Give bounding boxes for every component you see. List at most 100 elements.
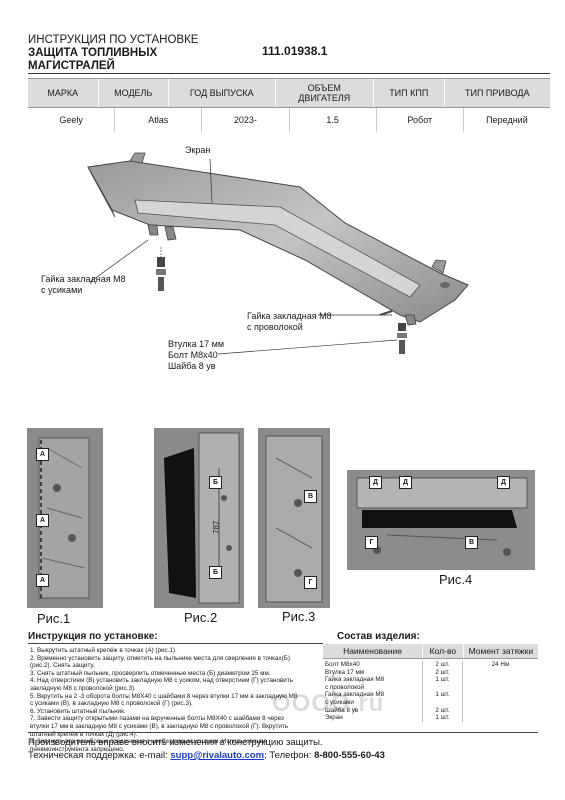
parts-cell-torque — [463, 699, 538, 707]
label-sleeve: Втулка 17 мм — [168, 339, 225, 349]
instruction-step: с усиками (В), в закладную М8 с проволок… — [30, 700, 193, 708]
spec-value-model: Atlas — [115, 108, 203, 132]
label-nut-whisker-line1: Гайка закладная М8 — [41, 274, 126, 284]
marker-b-bottom: Б — [209, 566, 222, 579]
label-washer: Шайба 8 ув — [168, 361, 216, 371]
spec-value-brand: Geely — [28, 108, 116, 132]
marker-d-3: Д — [497, 476, 510, 489]
parts-header-row: Наименование Кол-во Момент затяжки — [323, 644, 538, 659]
label-nut-wire: Гайка закладная М8 с проволокой — [247, 311, 332, 333]
marker-g: Г — [304, 576, 317, 589]
parts-cell-name: с проволокой — [323, 683, 423, 692]
parts-header-qty: Кол-во — [423, 644, 464, 658]
instruction-step: 5. Вкрутить на 2 -3 оборота болты М8Х40 … — [30, 692, 298, 700]
parts-cell-torque — [463, 691, 538, 699]
photo-fig3-texture — [258, 428, 330, 608]
title-line-1: ИНСТРУКЦИЯ ПО УСТАНОВКЕ — [28, 34, 199, 46]
label-fasteners: Втулка 17 мм Болт М8х40 Шайба 8 ув — [168, 339, 224, 372]
parts-title: Состав изделия: — [337, 631, 420, 642]
label-nut-whisker-line2: с усиками — [41, 285, 83, 295]
header-divider — [28, 73, 550, 74]
support-email-link[interactable]: supp@rivalauto.com — [170, 750, 265, 761]
photo-fig2-texture — [154, 428, 244, 608]
instruction-step: 6. Установить штатный пыльник. — [30, 707, 126, 715]
footer-divider — [28, 732, 538, 733]
parts-table: Наименование Кол-во Момент затяжки Болт … — [323, 644, 538, 722]
label-bolt: Болт М8х40 — [168, 350, 218, 360]
instructions-divider — [28, 643, 323, 644]
right-fastener-stack — [379, 310, 407, 354]
parts-cell-torque — [463, 676, 538, 684]
label-nut-wire-line2: с проволокой — [247, 322, 303, 332]
instruction-step: пневмоинструмента запрещено. — [30, 745, 125, 753]
spec-value-engine: 1.5 — [290, 108, 377, 132]
photo-fig1: А А А — [27, 428, 103, 608]
parts-cell-name: Втулка 17 мм — [323, 668, 423, 677]
parts-cell-qty: 2 шт. — [423, 706, 463, 715]
caption-fig2: Рис.2 — [184, 610, 218, 625]
title-line-2: ЗАЩИТА ТОПЛИВНЫХ — [28, 47, 158, 59]
instructions-title: Инструкция по установке: — [28, 631, 158, 642]
parts-header-torque: Момент затяжки — [468, 646, 534, 656]
spec-header-gearbox: ТИП КПП — [374, 79, 445, 107]
parts-cell-name: Экран — [323, 714, 423, 722]
instruction-step: штатный крепёж в точках (Д) (рис.4). — [30, 730, 138, 738]
exploded-diagram — [87, 152, 469, 355]
parts-header-name: Наименование — [323, 644, 424, 658]
parts-cell-qty: 1 шт. — [423, 691, 463, 699]
caption-fig4: Рис.4 — [439, 572, 473, 587]
footer-disclaimer: Производитель вправе вносить изменения в… — [28, 737, 323, 748]
marker-v-fig4: В — [465, 536, 478, 549]
vehicle-spec-table: МАРКА МОДЕЛЬ ГОД ВЫПУСКА ОБЪЕМ ДВИГАТЕЛЯ… — [28, 78, 550, 132]
parts-cell-qty — [423, 698, 463, 707]
spec-header-year: ГОД ВЫПУСКА — [169, 79, 276, 107]
support-phone: 8-800-555-60-43 — [314, 750, 385, 761]
marker-a-top: А — [36, 448, 49, 461]
parts-cell-torque — [463, 669, 538, 677]
spec-header-engine: ОБЪЕМ ДВИГАТЕЛЯ — [276, 79, 374, 107]
parts-cell-qty: 1 шт. — [423, 714, 463, 722]
instruction-step: 4. Над отверстием (В) установить закладн… — [30, 677, 293, 685]
marker-a-mid: А — [36, 514, 49, 527]
label-screen: Экран — [185, 145, 211, 155]
instructions-steps: 1. Выкрутить штатный крепёж в точках (А)… — [30, 647, 325, 753]
instruction-step: 7. Завести защиту открытыми пазами на вк… — [30, 715, 284, 723]
parts-cell-name: Гайка закладная М8 — [323, 691, 423, 699]
photo-fig2: Б Б 787 — [154, 428, 244, 608]
protection-plate — [87, 152, 469, 326]
marker-v: В — [304, 490, 317, 503]
footer-phone-label: ; Телефон: — [264, 750, 315, 761]
instruction-step: закладную М8 с проволокой (рис.3). — [30, 684, 136, 692]
footer: Производитель вправе вносить изменения в… — [28, 736, 385, 762]
document-title: ИНСТРУКЦИЯ ПО УСТАНОВКЕ ЗАЩИТА ТОПЛИВНЫХ… — [28, 34, 198, 73]
footer-support: Техническая поддержка: e-mail: supp@riva… — [28, 749, 385, 762]
marker-b-top: Б — [209, 476, 222, 489]
title-line-3: МАГИСТРАЛЕЙ — [28, 60, 115, 72]
parts-cell-qty: 2 шт. — [423, 668, 463, 677]
instruction-step: 3. Снять штатный пыльник, просверлить от… — [30, 669, 271, 677]
spec-value-drive: Передний — [486, 115, 528, 125]
marker-a-bottom: А — [36, 574, 49, 587]
spec-value-gearbox: Робот — [377, 108, 464, 132]
spec-value-row: Geely Atlas 2023- 1.5 Робот Передний — [28, 108, 550, 132]
parts-cell-torque — [463, 714, 538, 722]
photo-fig4: Д Д Д Г В — [347, 470, 535, 570]
caption-fig1: Рис.1 — [37, 611, 71, 626]
instruction-step: (рис.2). Снять защиту. — [30, 662, 95, 670]
product-code: 111.01938.1 — [262, 44, 328, 58]
parts-row: с усиками — [323, 698, 538, 707]
parts-cell-name: Шайба 8 ув — [323, 706, 423, 715]
spec-header-row: МАРКА МОДЕЛЬ ГОД ВЫПУСКА ОБЪЕМ ДВИГАТЕЛЯ… — [28, 78, 550, 108]
marker-g-fig4: Г — [365, 536, 378, 549]
parts-cell-torque: 24 Нм — [491, 661, 510, 668]
parts-cell-torque — [463, 684, 538, 692]
watermark: ОООО.ru — [272, 690, 385, 717]
parts-cell-qty: 2 шт. — [423, 661, 463, 669]
photo-fig3: В Г — [258, 428, 330, 608]
